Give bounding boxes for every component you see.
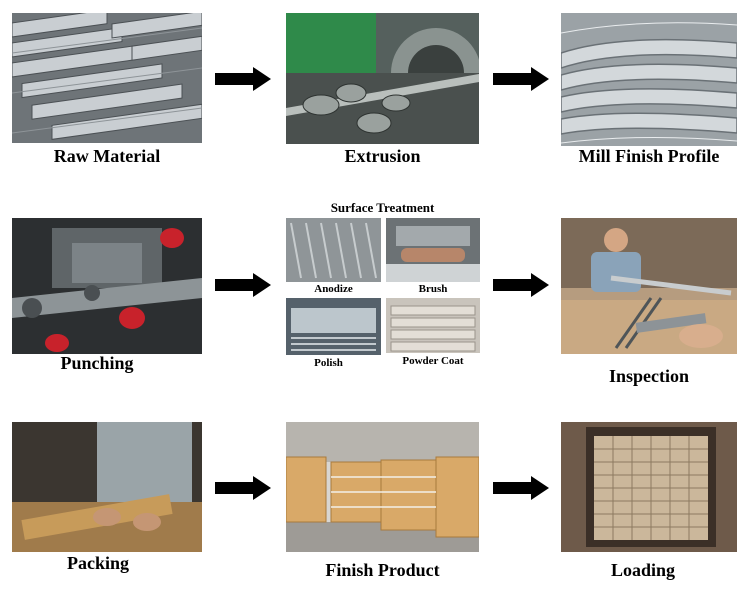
finish-product-label: Finish Product: [325, 560, 440, 580]
extrusion-label: Extrusion: [344, 146, 421, 166]
arrow-right-icon: [493, 273, 549, 297]
arrow-right-icon: [215, 273, 271, 297]
polish-photo: [286, 298, 381, 355]
packing-label: Packing: [66, 553, 129, 573]
surface-treatment-title: Surface Treatment: [330, 200, 435, 215]
punching-label: Punching: [60, 353, 134, 373]
brush-photo: [386, 218, 480, 282]
arrow-right-icon: [215, 476, 271, 500]
loading-photo: [561, 422, 737, 552]
raw-material-label: Raw Material: [53, 146, 161, 166]
arrow-right-icon: [215, 67, 271, 91]
loading-label: Loading: [610, 560, 676, 580]
packing-photo: [12, 422, 202, 552]
extrusion-photo: [286, 13, 479, 144]
anodize-photo: [286, 218, 381, 282]
powder-coat-label: Powder Coat: [402, 355, 464, 367]
mill-finish-profile-label: Mill Finish Profile: [578, 146, 720, 166]
powder-coat-photo: [386, 298, 480, 353]
inspection-label: Inspection: [608, 366, 689, 386]
brush-label: Brush: [418, 283, 448, 295]
punching-photo: [12, 218, 202, 354]
mill-finish-profile-photo: [561, 13, 737, 146]
finish-product-photo: [286, 422, 479, 552]
polish-label: Polish: [314, 357, 343, 369]
arrow-right-icon: [493, 67, 549, 91]
arrow-right-icon: [493, 476, 549, 500]
inspection-photo: [561, 218, 737, 354]
raw-material-photo: [12, 13, 202, 143]
anodize-label: Anodize: [314, 283, 353, 295]
